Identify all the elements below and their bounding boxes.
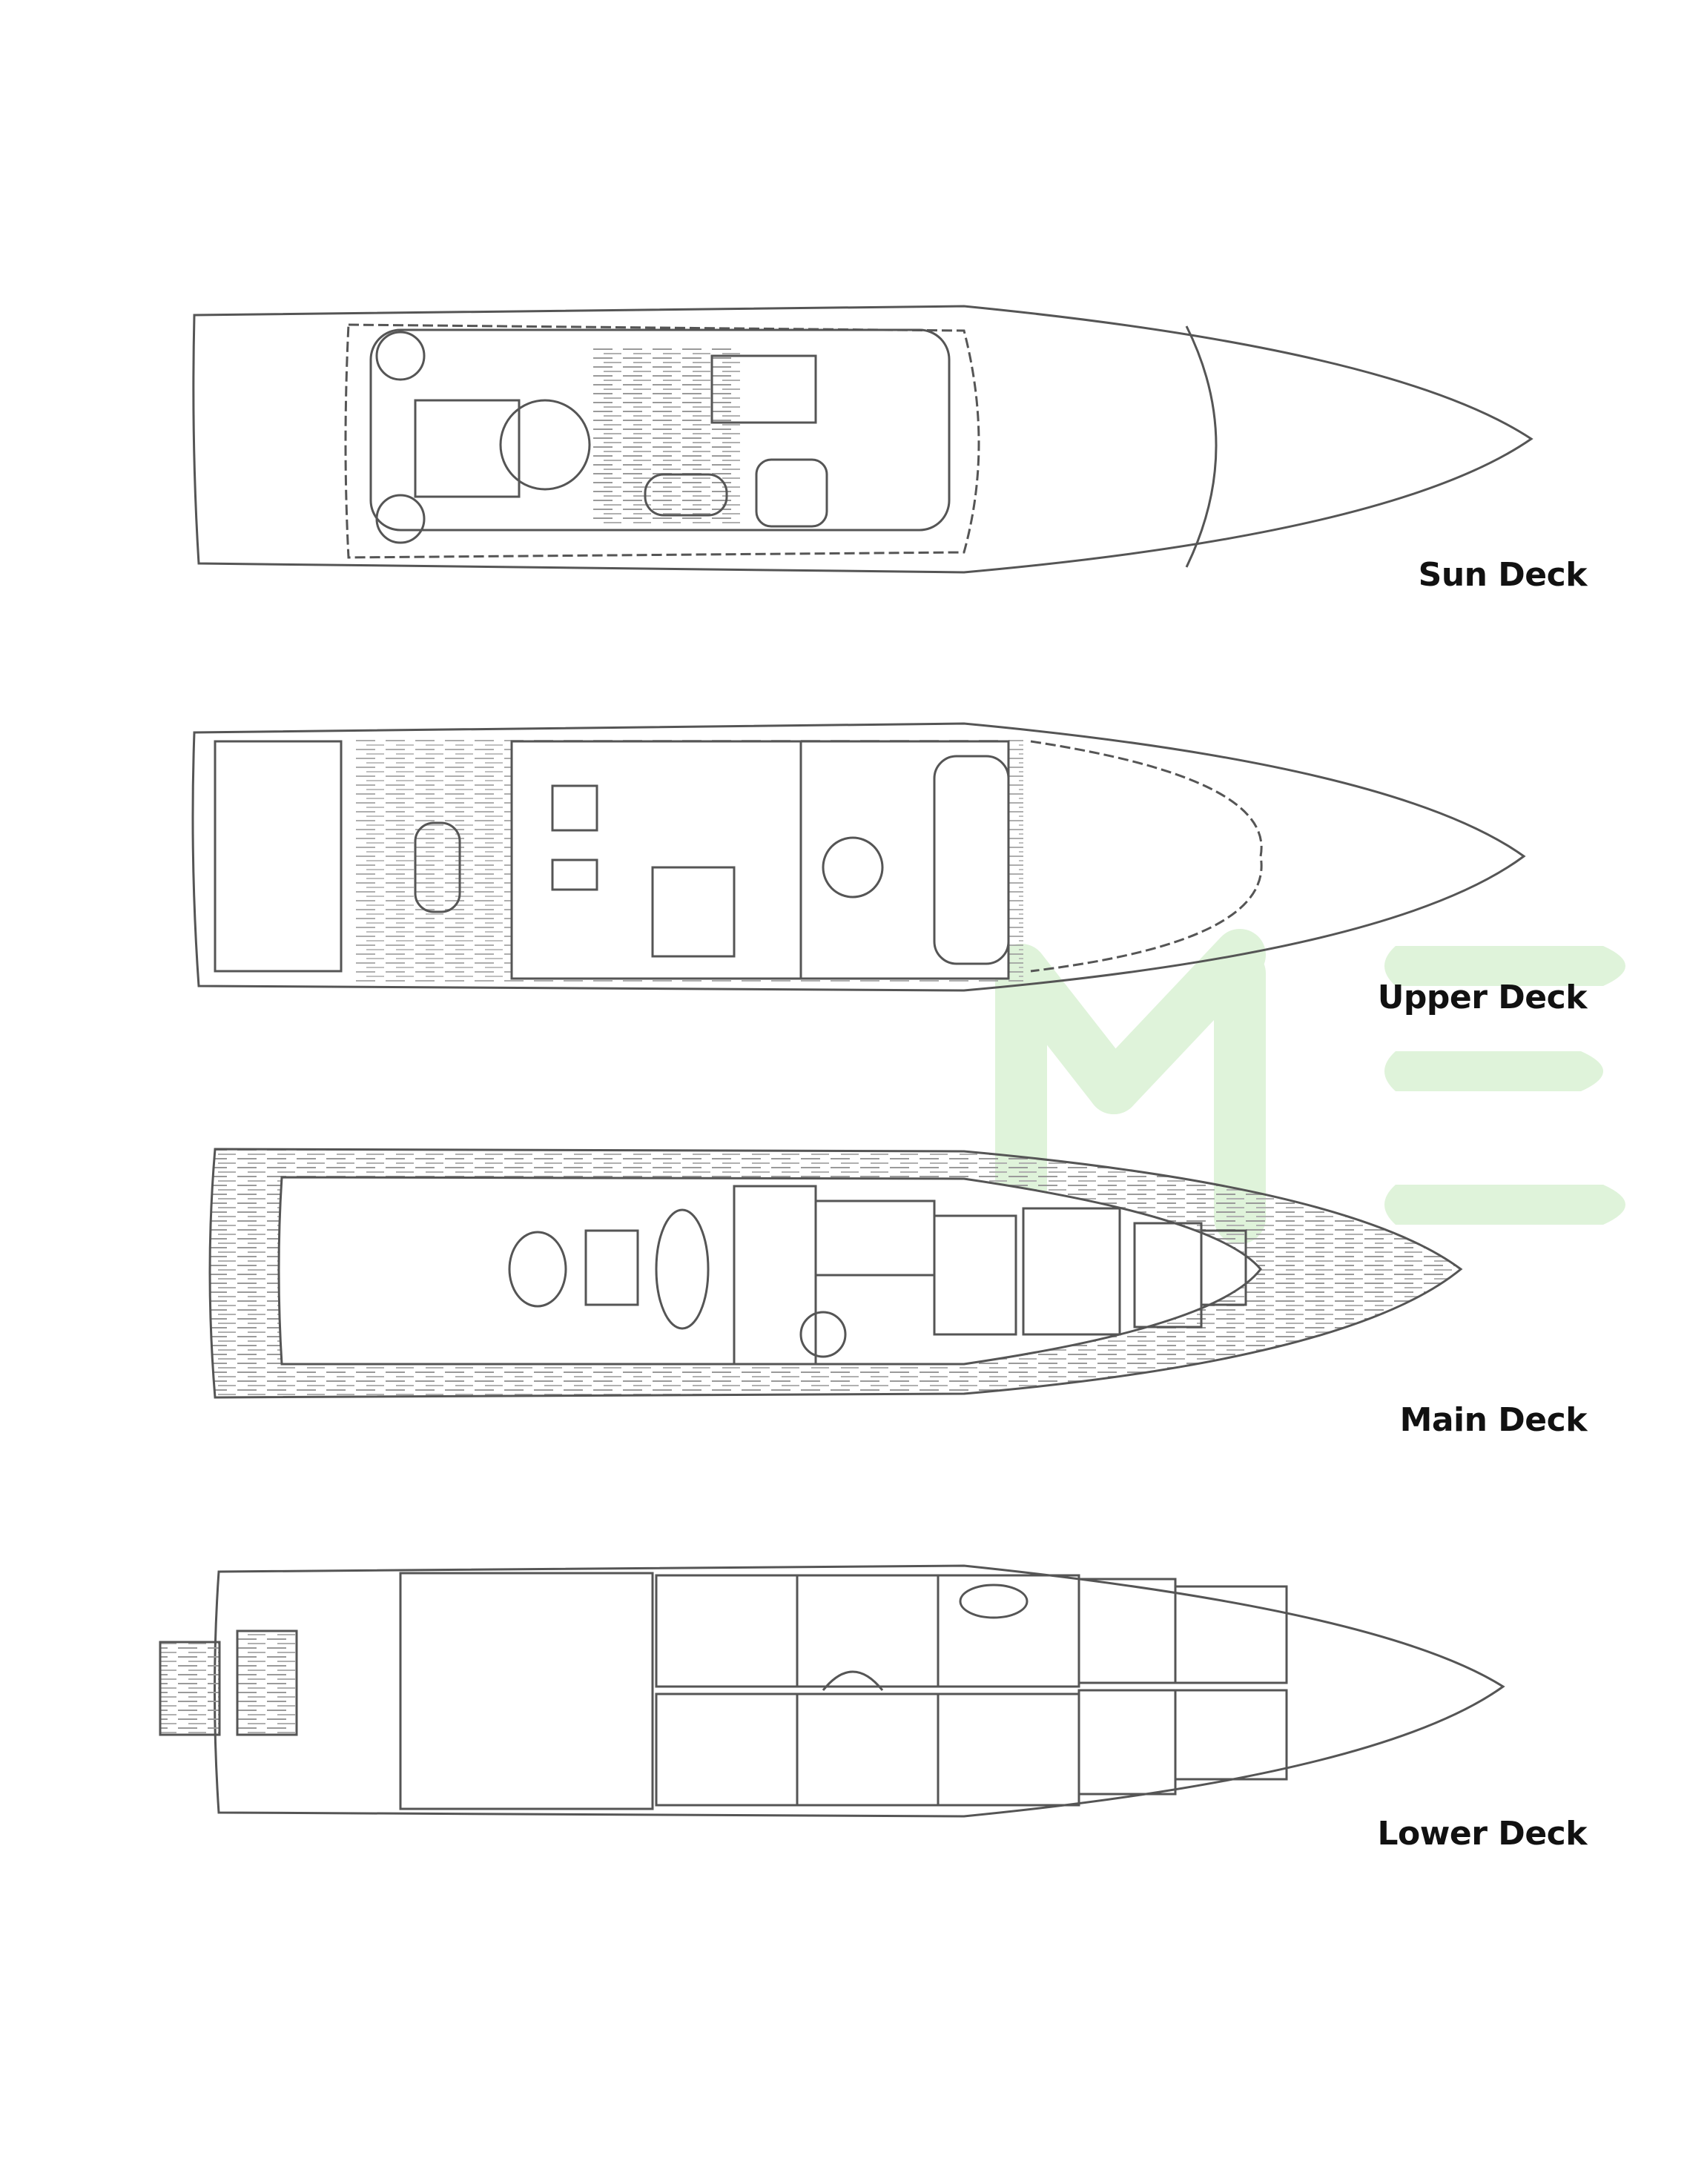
lower-deck-plan — [159, 1564, 1505, 1818]
deck-label-sun: Sun Deck — [1418, 556, 1588, 594]
upper-deck-plan — [191, 722, 1526, 992]
deck-label-upper: Upper Deck — [1377, 979, 1588, 1016]
deck-label-lower: Lower Deck — [1377, 1815, 1588, 1853]
main-deck-plan — [208, 1148, 1463, 1399]
deck-label-main: Main Deck — [1399, 1401, 1588, 1439]
sun-deck-plan — [192, 305, 1534, 574]
